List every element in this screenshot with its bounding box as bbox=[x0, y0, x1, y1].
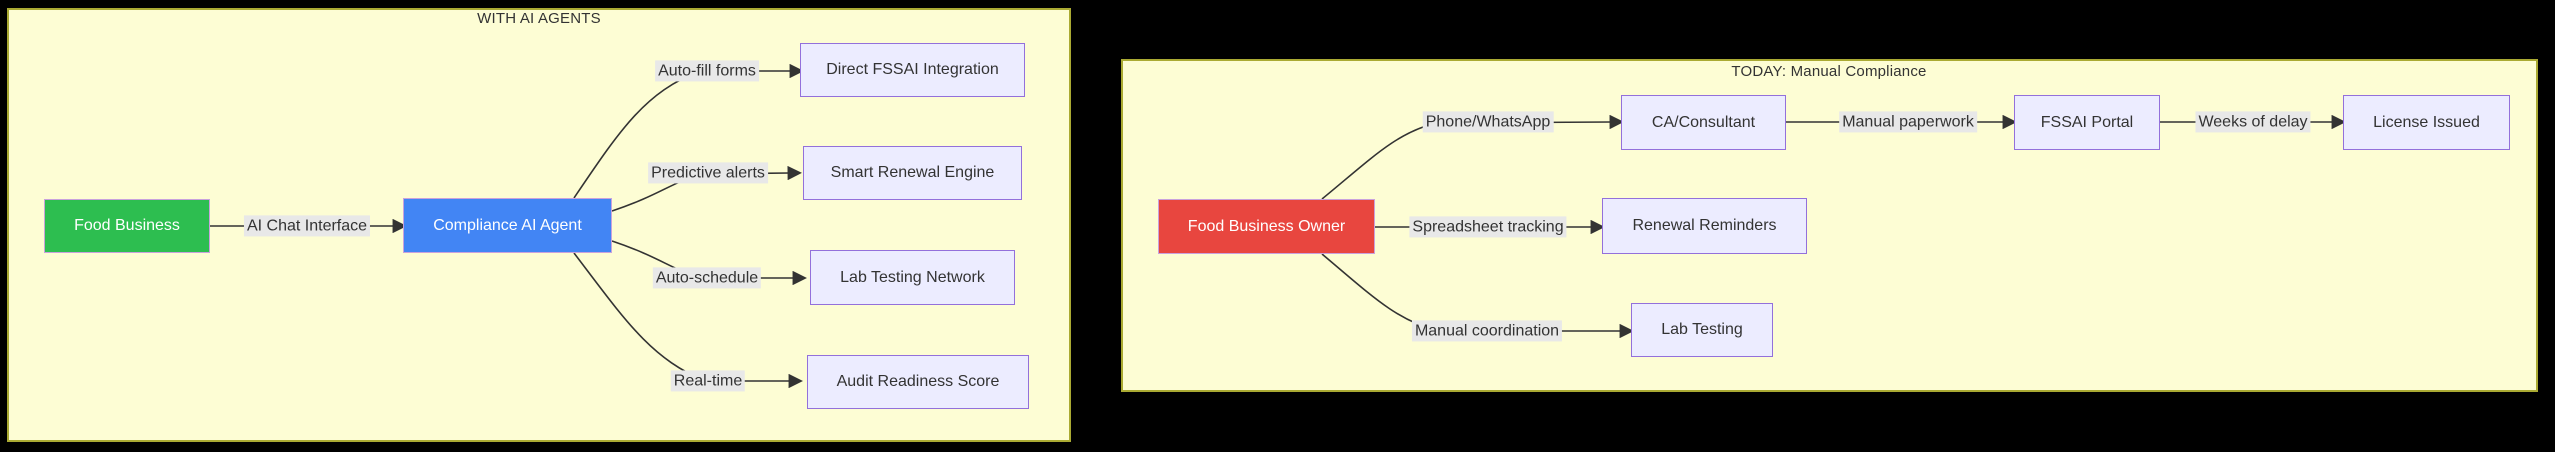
node-lab-testing: Lab Testing bbox=[1631, 303, 1773, 357]
node-renewal-reminders: Renewal Reminders bbox=[1602, 198, 1807, 254]
edge-label-manual-coordination: Manual coordination bbox=[1411, 320, 1563, 342]
edge-label-weeks-of-delay: Weeks of delay bbox=[2195, 111, 2311, 133]
node-compliance-ai-agent: Compliance AI Agent bbox=[403, 198, 612, 253]
node-audit-readiness-score: Audit Readiness Score bbox=[807, 355, 1029, 409]
node-fssai-portal: FSSAI Portal bbox=[2014, 95, 2160, 150]
edge-owner-ca bbox=[1321, 114, 1624, 200]
edge-label-auto-fill-forms: Auto-fill forms bbox=[655, 60, 759, 82]
manual-compliance-title: TODAY: Manual Compliance bbox=[1731, 63, 1927, 80]
edge-label-manual-paperwork: Manual paperwork bbox=[1839, 111, 1977, 133]
node-food-business: Food Business bbox=[44, 199, 210, 253]
edge-label-spreadsheet-tracking: Spreadsheet tracking bbox=[1409, 216, 1567, 238]
edge-label-auto-schedule: Auto-schedule bbox=[652, 267, 762, 289]
edge-label-predictive-alerts: Predictive alerts bbox=[648, 162, 768, 184]
edge-label-ai-chat-interface: AI Chat Interface bbox=[243, 215, 371, 237]
node-smart-renewal-engine: Smart Renewal Engine bbox=[803, 146, 1022, 200]
node-ca-consultant: CA/Consultant bbox=[1621, 95, 1786, 150]
node-direct-fssai-integration: Direct FSSAI Integration bbox=[800, 43, 1025, 97]
node-food-business-owner: Food Business Owner bbox=[1158, 199, 1375, 254]
edge-label-phone-whatsapp: Phone/WhatsApp bbox=[1422, 111, 1554, 133]
with-ai-agents-title: WITH AI AGENTS bbox=[477, 10, 601, 27]
node-lab-testing-network: Lab Testing Network bbox=[810, 250, 1015, 305]
edge-label-real-time: Real-time bbox=[670, 370, 746, 392]
node-license-issued: License Issued bbox=[2343, 95, 2510, 150]
